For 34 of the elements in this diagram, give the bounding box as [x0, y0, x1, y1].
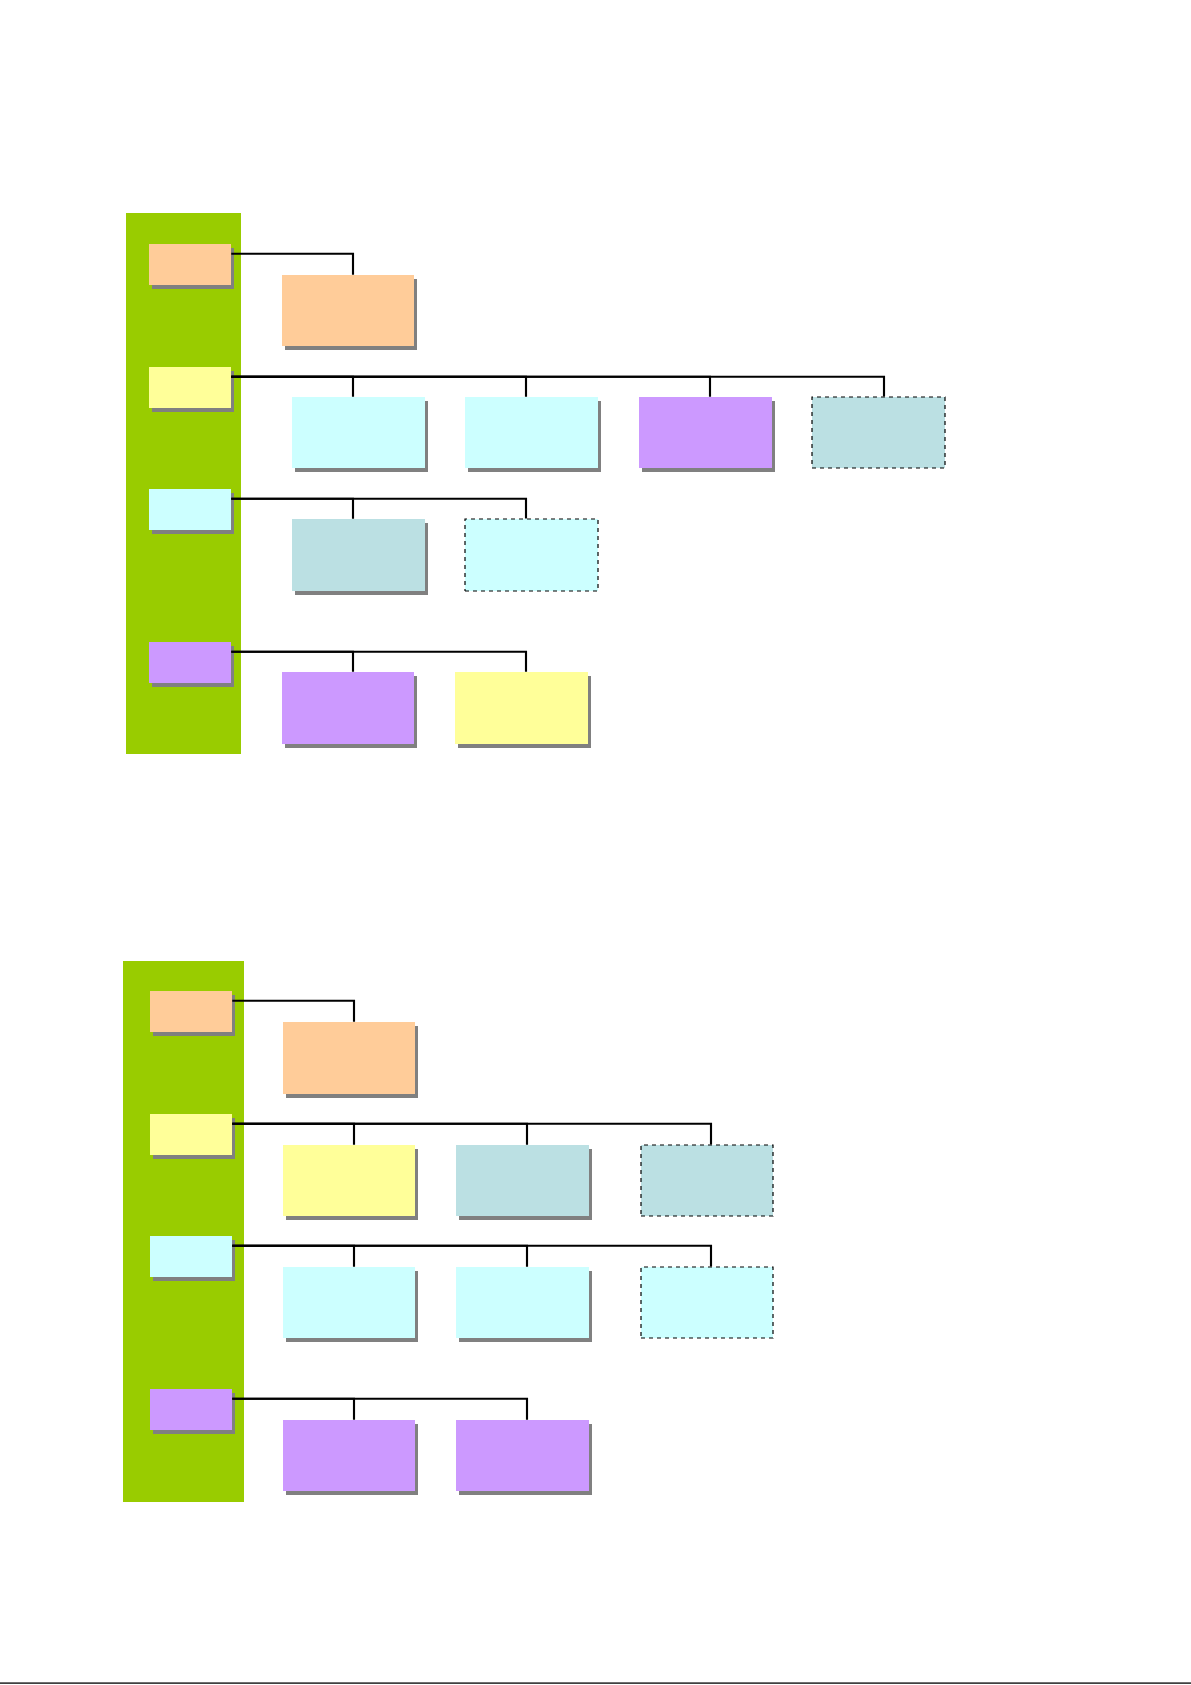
dashed-box — [640, 1144, 774, 1217]
connector-line — [231, 252, 355, 275]
row-header-box — [150, 991, 235, 1036]
child-box — [456, 1145, 592, 1220]
row-header-box — [149, 244, 234, 289]
row-header-box — [149, 489, 234, 534]
connector-line — [231, 375, 886, 397]
row-header-box — [150, 1236, 235, 1281]
child-box — [455, 672, 591, 748]
child-box — [465, 397, 601, 472]
connector-line — [232, 1122, 713, 1145]
child-box — [292, 519, 428, 595]
row-header-box — [149, 367, 234, 412]
connector-line — [232, 1244, 713, 1267]
row-header-box — [150, 1114, 235, 1159]
dashed-box — [464, 518, 599, 592]
dashed-box — [640, 1266, 774, 1339]
child-box — [282, 672, 417, 748]
connector-line — [231, 650, 528, 672]
connector-line — [231, 497, 528, 519]
connector-line — [232, 1397, 529, 1420]
child-box — [456, 1420, 592, 1495]
child-box — [292, 397, 428, 472]
row-header-box — [150, 1389, 235, 1434]
child-box — [283, 1022, 418, 1098]
child-box — [639, 397, 775, 472]
child-box — [456, 1267, 592, 1342]
child-box — [283, 1145, 418, 1220]
connector-line — [232, 999, 356, 1022]
row-header-box — [149, 642, 234, 687]
child-box — [283, 1420, 418, 1495]
child-box — [282, 275, 417, 350]
dashed-box — [811, 396, 946, 469]
child-box — [283, 1267, 418, 1342]
